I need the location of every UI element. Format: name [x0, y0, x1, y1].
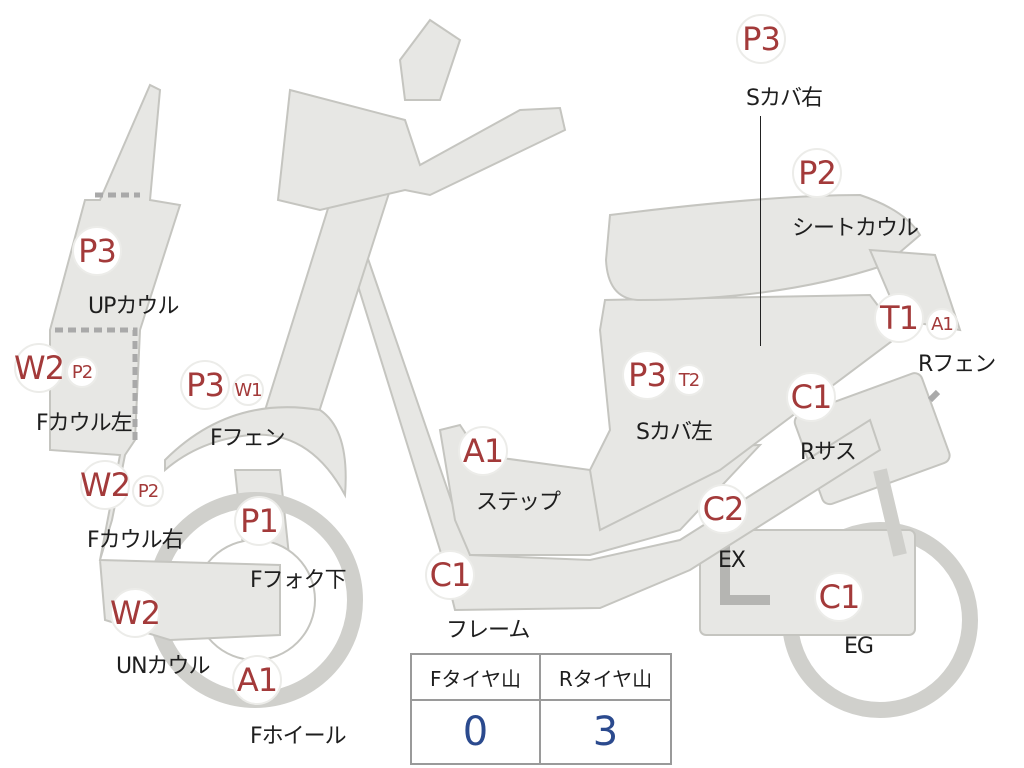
r-fender-grade-badge: T1 [874, 293, 924, 343]
r-fender-grade-badge-2: A1 [926, 308, 958, 340]
f-cowl-right-grade-badge-2: P2 [132, 475, 164, 507]
seat-cowl-grade-badge: P2 [792, 148, 842, 198]
front-tire-value: 0 [412, 701, 541, 763]
f-cowl-left-grade-badge-2: P2 [66, 356, 98, 388]
f-cowl-right-label: Fカウル右 [87, 522, 183, 554]
mirror [400, 20, 460, 100]
seat-cowl-label: シートカウル [792, 210, 918, 242]
f-cowl-left-label: Fカウル左 [36, 405, 132, 437]
handlebar [278, 90, 565, 210]
step-label: ステップ [476, 484, 560, 516]
r-suspension-grade-badge: C1 [786, 372, 836, 422]
exhaust-grade-badge: C2 [698, 484, 748, 534]
tire-depth-table: Fタイヤ山 Rタイヤ山 0 3 [410, 653, 672, 765]
f-cowl-right-grade-badge: W2 [80, 460, 130, 510]
engine-block [700, 530, 915, 635]
exhaust-label: EX [718, 548, 745, 573]
s-cover-left-grade-badge: P3 [622, 350, 672, 400]
f-fender-label: Fフェン [210, 420, 285, 452]
s-cover-left-label: Sカバ左 [636, 414, 712, 446]
s-cover-right-leader-line [760, 116, 761, 346]
up-cowl-grade-badge: P3 [72, 226, 122, 276]
rear-tire-header: Rタイヤ山 [541, 655, 670, 701]
engine-label: EG [844, 634, 873, 659]
front-tire-header: Fタイヤ山 [412, 655, 541, 701]
f-cowl-left-grade-badge: W2 [14, 343, 64, 393]
f-fender-grade-badge: P3 [180, 360, 230, 410]
s-cover-right-grade-badge: P3 [736, 14, 786, 64]
engine-grade-badge: C1 [814, 572, 864, 622]
s-cover-right-label: Sカバ右 [746, 80, 822, 112]
f-wheel-label: Fホイール [250, 718, 346, 750]
frame-grade-badge: C1 [425, 550, 475, 600]
step-grade-badge: A1 [458, 426, 508, 476]
r-fender-label: Rフェン [918, 346, 995, 378]
r-suspension-label: Rサス [800, 434, 856, 466]
un-cowl-grade-badge: W2 [110, 588, 160, 638]
s-cover-left-grade-badge-2: T2 [673, 364, 705, 396]
f-fork-lower-label: Fフォク下 [250, 562, 346, 594]
f-fender-grade-badge-2: W1 [232, 374, 264, 406]
f-fork-lower-grade-badge: P1 [234, 496, 284, 546]
f-wheel-grade-badge: A1 [232, 655, 282, 705]
rear-tip [930, 392, 938, 400]
un-cowl-label: UNカウル [116, 648, 210, 680]
rear-tire-value: 3 [541, 701, 670, 763]
up-cowl-label: UPカウル [88, 288, 178, 320]
frame-label: フレーム [446, 612, 529, 644]
